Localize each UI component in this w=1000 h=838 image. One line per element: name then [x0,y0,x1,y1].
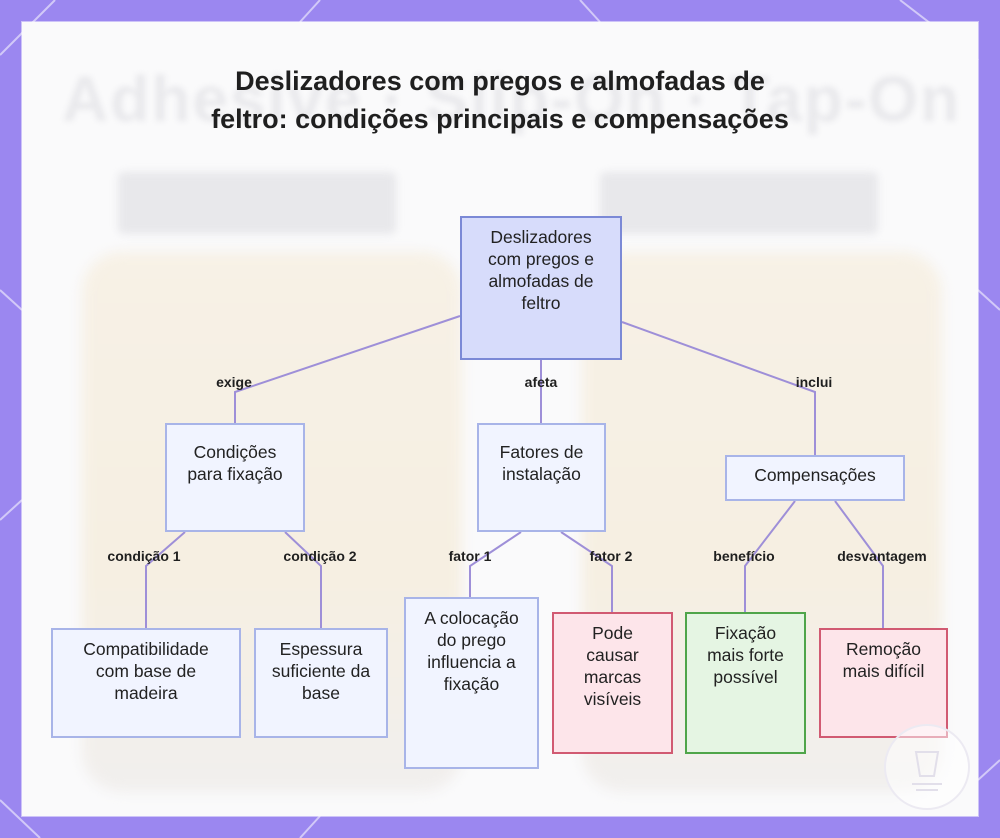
node-compat: Compatibilidade com base de madeira [51,628,241,738]
edge-label-requires: exige [216,374,252,390]
node-tradeoffs: Compensações [725,455,905,501]
edge-label-cond2: condição 2 [283,548,357,564]
edge-label-factor2: fator 2 [589,548,633,564]
edge-label-affects: afeta [524,374,558,390]
edge-tradeoffs-strong [744,500,796,612]
edge-label-benefit: benefício [713,548,775,564]
edge-label-drawback: desvantagem [837,548,927,564]
node-removal: Remoção mais difícil [819,628,948,738]
edge-label-factor1: fator 1 [448,548,492,564]
node-placement: A colocação do prego influencia a fixaçã… [404,597,539,769]
background-label-left [118,172,396,234]
edge-conditions-compat [145,531,186,628]
node-root: Deslizadores com pregos e almofadas de f… [460,216,622,360]
node-factors: Fatores de instalação [477,423,606,532]
edge-root-tradeoffs [621,321,816,455]
edge-conditions-thickness [284,531,322,628]
edge-root-conditions [234,315,461,423]
node-strong: Fixação mais forte possível [685,612,806,754]
edge-factors-marks [560,531,613,612]
logo-icon [912,751,942,791]
node-marks: Pode causar marcas visíveis [552,612,673,754]
watermark-logo [884,724,970,810]
background-label-right [600,172,878,234]
node-thickness: Espessura suficiente da base [254,628,388,738]
node-conditions: Condições para fixação [165,423,305,532]
diagram-title: Deslizadores com pregos e almofadas de f… [211,66,789,134]
edge-label-cond1: condição 1 [107,548,181,564]
edge-factors-placement [469,531,522,597]
edge-tradeoffs-removal [834,500,884,628]
background-text: Adhesive · Slip-On · Tap-On [62,63,962,135]
edge-label-includes: inclui [795,374,833,390]
